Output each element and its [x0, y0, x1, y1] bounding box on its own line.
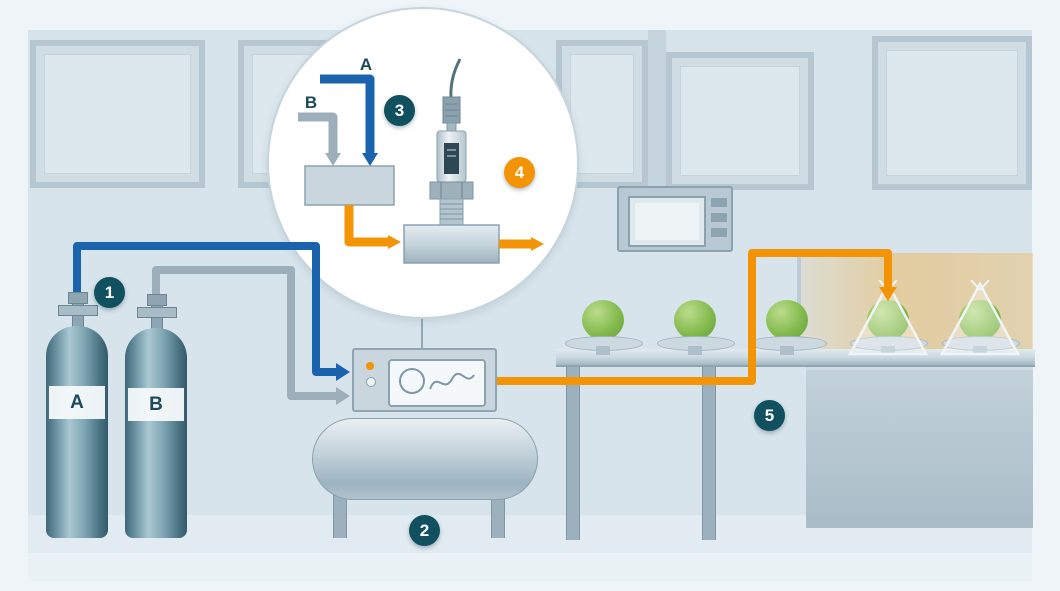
melon — [766, 300, 808, 340]
panel-button-3[interactable] — [711, 228, 727, 237]
inset-outlet-flow — [499, 237, 544, 251]
mixer-display-graphics — [399, 368, 475, 394]
packaging-film — [847, 280, 929, 356]
mixer-display — [388, 359, 486, 407]
inset-line-b-label: B — [305, 93, 317, 112]
status-led-orange — [366, 362, 374, 370]
window-5 — [872, 36, 1032, 190]
step-badge-5: 5 — [754, 400, 785, 431]
tank-leg-1 — [333, 494, 347, 538]
sensor-hex-nut — [429, 181, 474, 200]
step-badge-1: 1 — [94, 277, 125, 308]
plate-foot — [780, 346, 794, 355]
wrapped-package-2 — [938, 280, 1022, 356]
window-glass — [44, 54, 191, 174]
packaging-machine-cabinet — [806, 367, 1033, 528]
melon — [582, 300, 624, 340]
cylinder-body: B — [125, 328, 187, 538]
inset-process-pipe — [403, 224, 500, 264]
wall-pillar — [648, 30, 666, 202]
storage-tank — [312, 418, 538, 500]
step-badge-4: 4 — [504, 157, 535, 188]
cylinder-valve[interactable] — [125, 294, 187, 332]
control-panel-screen — [628, 196, 706, 247]
table-leg-1 — [566, 367, 580, 540]
plate-foot — [688, 346, 702, 355]
gas-cylinder-a: A — [46, 292, 108, 538]
inset-mixer-box — [304, 165, 395, 206]
sensor-cable — [449, 58, 462, 100]
control-panel-display — [635, 203, 699, 240]
step-badge-3: 3 — [384, 95, 415, 126]
control-panel — [617, 186, 733, 252]
plate-foot — [973, 346, 987, 355]
inset-flow-sensor — [429, 58, 474, 226]
window-4 — [666, 52, 814, 190]
wrapped-package-1 — [846, 280, 930, 356]
cylinder-body: A — [46, 326, 108, 538]
inset-line-a-label: A — [360, 55, 372, 74]
step-badge-2: 2 — [409, 515, 440, 546]
packaging-film — [939, 280, 1021, 356]
melon — [959, 300, 1001, 340]
floor-front — [28, 553, 1032, 581]
inset-detail-drawing: A B — [298, 55, 544, 264]
inset-line-b: B — [298, 93, 341, 166]
window-1 — [30, 40, 205, 188]
produce-item-2 — [653, 280, 737, 356]
window-glass — [680, 66, 800, 176]
inset-line-a: A — [320, 55, 378, 166]
inset-mixed-gas-line — [344, 205, 401, 249]
panel-button-1[interactable] — [711, 198, 727, 207]
sensor-nameplate — [444, 143, 459, 174]
produce-item-3 — [745, 280, 829, 356]
status-led-white — [366, 377, 376, 387]
plate-foot — [596, 346, 610, 355]
tank-leg-2 — [491, 494, 505, 538]
melon — [674, 300, 716, 340]
window-glass — [886, 50, 1018, 176]
panel-button-2[interactable] — [711, 213, 727, 222]
inset-connector-line — [421, 317, 423, 351]
gas-cylinder-b: B — [125, 294, 187, 538]
gas-mixer-unit — [352, 348, 497, 412]
table-leg-2 — [702, 367, 716, 540]
window-3 — [556, 40, 648, 188]
sensor-thread — [439, 198, 464, 226]
cylinder-b-label: B — [128, 388, 184, 421]
cylinder-a-label: A — [49, 386, 105, 419]
